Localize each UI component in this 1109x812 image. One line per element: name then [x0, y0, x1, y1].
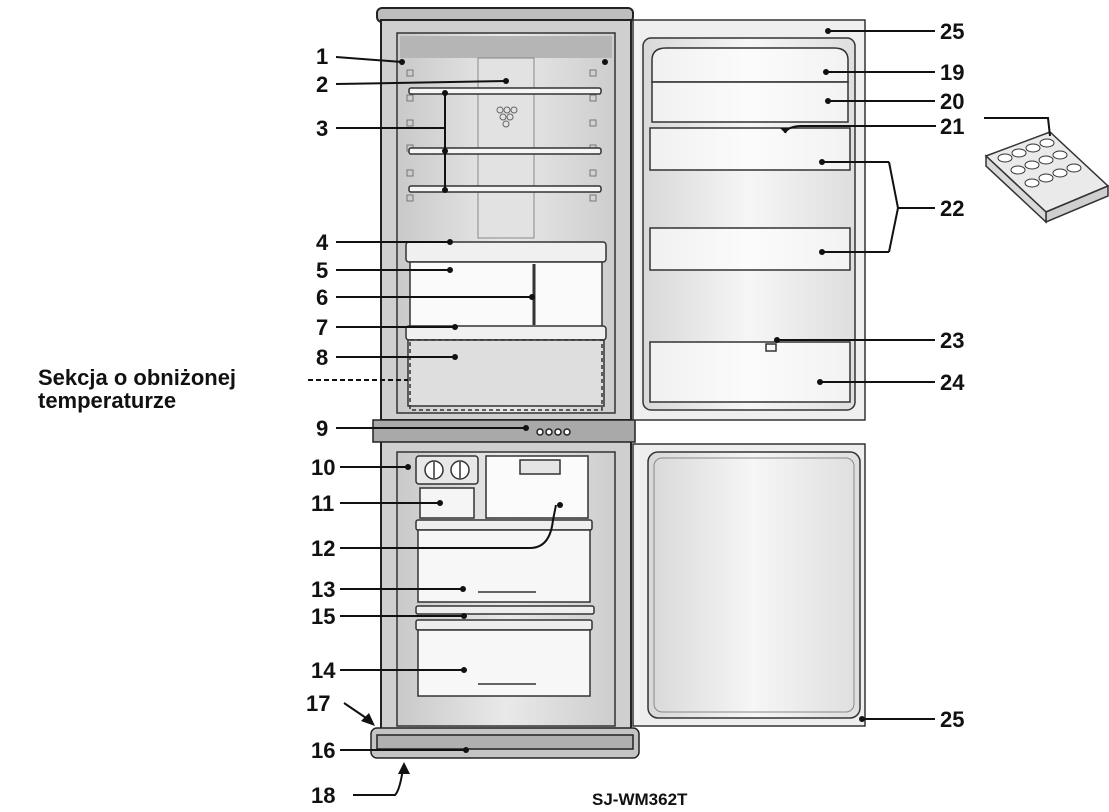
label-16: 16: [311, 738, 335, 763]
label-20: 20: [940, 89, 964, 114]
fridge-compartment: [396, 32, 616, 414]
leader-lines: [308, 30, 1051, 796]
label-12: 12: [311, 536, 335, 561]
label-2: 2: [316, 72, 328, 97]
label-10: 10: [311, 455, 335, 480]
freezer-door: [632, 443, 866, 727]
control-panel: [372, 419, 636, 443]
label-5: 5: [316, 258, 328, 283]
leader-dots: [399, 28, 865, 753]
ice-maker: [415, 455, 479, 519]
label-15: 15: [311, 604, 335, 629]
arrow-heads: [361, 128, 791, 774]
section-label-line1: Sekcja o obniżonej: [38, 365, 236, 390]
label-25-top: 25: [940, 19, 964, 44]
egg-tray-icon: [984, 131, 1109, 224]
label-22: 22: [940, 196, 964, 221]
labels-left: 1 2 3 4 5 6 7 8 9 10 11 12 13 15 14 17 1…: [306, 44, 336, 808]
control-button-4: [563, 428, 571, 436]
door-pockets: [649, 47, 851, 403]
glass-shelves: [408, 87, 602, 193]
wine-rack-icon: [496, 106, 518, 128]
label-1: 1: [316, 44, 328, 69]
section-label-line2: temperaturze: [38, 388, 176, 413]
label-24: 24: [940, 370, 965, 395]
label-18: 18: [311, 783, 335, 808]
label-6: 6: [316, 285, 328, 310]
label-25-bottom: 25: [940, 707, 964, 732]
shelf-supports: [406, 69, 597, 202]
label-4: 4: [316, 230, 329, 255]
label-7: 7: [316, 315, 328, 340]
base-plinth: [370, 727, 640, 759]
label-23: 23: [940, 328, 964, 353]
label-17: 17: [306, 691, 330, 716]
label-14: 14: [311, 658, 336, 683]
label-13: 13: [311, 577, 335, 602]
model-name: SJ-WM362T: [592, 790, 688, 809]
label-9: 9: [316, 416, 328, 441]
label-8: 8: [316, 345, 328, 370]
fridge-door: [632, 19, 866, 421]
labels-right: 25 19 20 21 22 23 24 25: [940, 19, 965, 732]
label-21: 21: [940, 114, 964, 139]
label-19: 19: [940, 60, 964, 85]
control-button-3: [554, 428, 562, 436]
control-button-1: [536, 428, 544, 436]
label-11: 11: [311, 491, 334, 516]
label-3: 3: [316, 116, 328, 141]
ice-storage-box: [485, 455, 589, 519]
storage-boxes: [405, 241, 607, 411]
control-button-2: [545, 428, 553, 436]
